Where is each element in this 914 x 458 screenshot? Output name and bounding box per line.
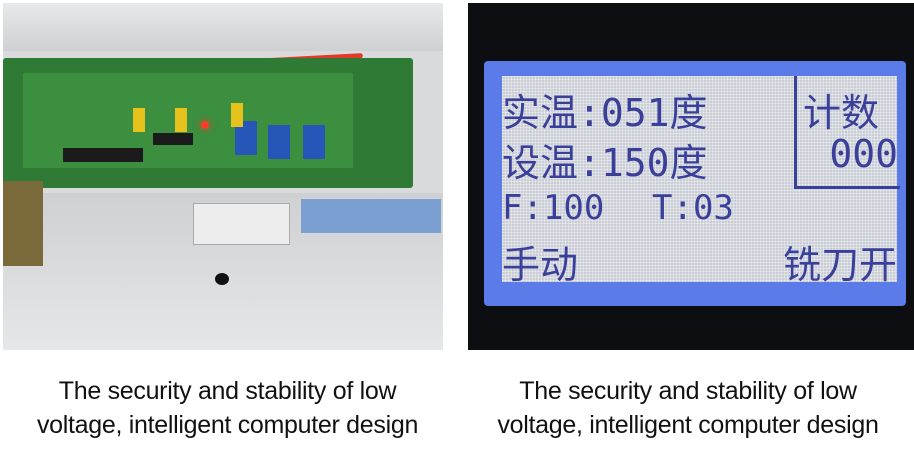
ribbon-connector (193, 203, 290, 245)
caption-line: voltage, intelligent computer design (497, 411, 879, 439)
capacitor (175, 108, 187, 132)
count-value: 000 (829, 132, 898, 176)
count-label: 计数 (803, 91, 880, 135)
relay (235, 121, 257, 155)
right-caption: The security and stability of low voltag… (462, 374, 914, 442)
caption-line: voltage, intelligent computer design (36, 411, 419, 439)
mode-label: 手动 (502, 243, 579, 287)
chip (153, 133, 193, 145)
cable-comb (301, 199, 441, 233)
chip (63, 148, 143, 162)
actual-temperature: 实温:051度 (502, 91, 708, 135)
transformer (3, 181, 43, 266)
led-indicator (201, 121, 209, 129)
lcd-backlight: 实温:051度 设温:150度 计数 000 F:100 T:03 手动 铣刀开 (484, 61, 906, 306)
relay (303, 125, 325, 159)
caption-line: The security and stability of low (519, 377, 857, 405)
relay (268, 125, 290, 159)
caption-line: The security and stability of low (58, 377, 397, 405)
lcd-screen: 实温:051度 设温:150度 计数 000 F:100 T:03 手动 铣刀开 (502, 76, 900, 287)
f-value: F:100 (502, 188, 605, 228)
capacitor (231, 103, 243, 127)
enclosure-top (3, 3, 443, 51)
t-value: T:03 (652, 188, 734, 228)
lcd-display-photo: 实温:051度 设温:150度 计数 000 F:100 T:03 手动 铣刀开 (468, 3, 914, 350)
circuit-board-photo (3, 3, 443, 350)
capacitor (133, 108, 145, 132)
cutter-status: 铣刀开 (782, 243, 897, 287)
left-caption: The security and stability of low voltag… (0, 374, 455, 442)
counter-box: 计数 000 (794, 76, 900, 189)
knob (215, 273, 229, 285)
set-temperature: 设温:150度 (502, 141, 708, 185)
